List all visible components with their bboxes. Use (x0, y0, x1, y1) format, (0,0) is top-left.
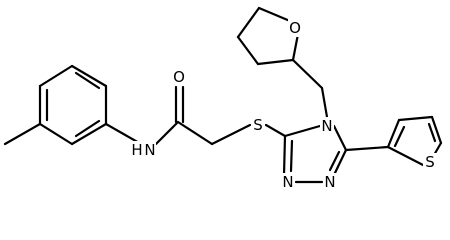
triazole-n4-label-bg (320, 117, 334, 135)
bond-layer (3, 6, 443, 184)
thiophene-inner-1 (393, 125, 406, 148)
thf-bond-1 (256, 58, 295, 66)
triazole-n1-label-bg (281, 173, 295, 191)
ch2-s-bond (210, 123, 252, 146)
thf-bond-2 (236, 35, 260, 66)
thiophene-bond-3 (430, 115, 443, 145)
amide-nitrogen-label: N (144, 141, 155, 159)
ring-inner-3 (74, 119, 101, 138)
thiophene-inner-2 (427, 122, 437, 143)
s-c3-bond (264, 123, 287, 138)
thf-oxygen-label-bg (288, 19, 302, 37)
triazole-n2-label-bg (323, 173, 337, 191)
amide-nh-label-bg (128, 141, 156, 159)
triazole-c3n2-double (289, 139, 294, 173)
triazole-n2-label: N (324, 173, 335, 191)
triazole-c5n1-double (328, 150, 341, 172)
thiophene-bond-1 (386, 118, 401, 149)
triazole-c5-n1 (332, 148, 348, 177)
triazole-n1-label: N (282, 173, 293, 191)
triazole-n4-label: N (321, 117, 332, 135)
triazole-n2-c3 (282, 134, 287, 177)
thiophene-bond-2 (397, 115, 434, 122)
thf-bond-4 (257, 6, 292, 23)
thiophene-sulfur-label: S (425, 153, 435, 171)
structure-diagram: N H O S N N N O S (3, 6, 443, 191)
c5-thiophene-bond (344, 145, 390, 152)
nh-carbonyl-bond (154, 120, 180, 146)
atom-label-layer: N H O S N N N O S (128, 19, 437, 191)
ch2-thf-bond (291, 58, 324, 90)
carbonyl-oxygen-label: O (173, 68, 185, 86)
methyl-bond (3, 122, 42, 146)
thf-oxygen-label: O (289, 19, 301, 37)
ring-bond-5 (70, 122, 108, 146)
amide-hydrogen-label: H (131, 141, 142, 159)
thf-bond-3 (236, 6, 261, 39)
thf-bond-5 (291, 32, 300, 62)
triazole-n4-c5 (332, 124, 348, 152)
n4-ch2-bond (320, 86, 329, 119)
carbonyl-ch2-bond (176, 120, 214, 146)
thioether-sulfur-label-bg (251, 116, 265, 134)
aryl-nh-bond (104, 122, 143, 146)
carbonyl-oxygen-label-bg (172, 68, 186, 86)
molecule-drawing: N H O S N N N O S (3, 6, 443, 191)
ring-bond-3 (70, 64, 108, 88)
ring-bond-2 (38, 64, 74, 88)
triazole-c3-n4 (283, 124, 322, 138)
thiophene-bond-5 (386, 145, 425, 167)
ring-inner-2 (74, 71, 101, 90)
thiophene-sulfur-label-bg (423, 153, 437, 171)
ring-bond-6 (38, 122, 74, 146)
thioether-sulfur-label: S (253, 116, 263, 134)
